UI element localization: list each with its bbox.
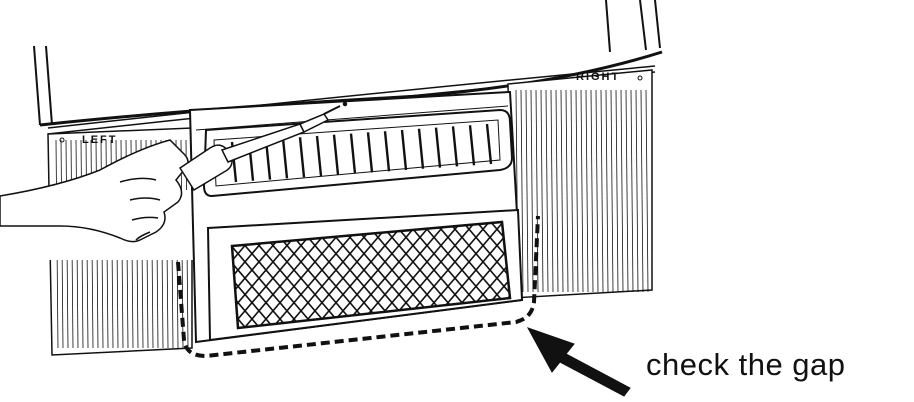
- louver-line: [565, 89, 569, 293]
- louver-line: [585, 89, 589, 293]
- mesh-line: [232, 222, 285, 328]
- callout-text: check the gap: [646, 347, 846, 382]
- louver-line: [615, 89, 619, 293]
- louver-line: [560, 89, 564, 293]
- vent-slat: [451, 126, 459, 167]
- mesh-line: [232, 222, 271, 328]
- louver-line: [580, 89, 584, 293]
- louver-line: [555, 89, 559, 293]
- vent-slat: [417, 128, 425, 169]
- louver-line: [540, 89, 544, 293]
- louver-line: [525, 89, 529, 293]
- screwdriver-icon: [178, 101, 348, 192]
- louver-line: [590, 89, 594, 293]
- vent-slat: [298, 137, 306, 178]
- louver-line: [640, 89, 644, 293]
- louver-line: [575, 89, 579, 293]
- right-side-panel: RIGHT: [507, 69, 653, 299]
- louver-line: [610, 89, 614, 293]
- louver-line: [635, 89, 639, 293]
- louver-line: [605, 89, 609, 293]
- front-grille: [206, 208, 524, 342]
- louver-line: [545, 89, 549, 293]
- vent-slat: [332, 134, 340, 175]
- vent-slat: [281, 138, 289, 179]
- louver-line: [520, 89, 524, 293]
- gap-outline: [176, 215, 540, 359]
- vent-slat: [485, 123, 493, 165]
- louver-line: [550, 89, 554, 293]
- mesh-line: [232, 222, 313, 328]
- louver-line: [625, 89, 629, 293]
- vent-slat: [315, 135, 323, 177]
- louver-line: [570, 89, 574, 293]
- mesh-line: [232, 222, 327, 328]
- vent-slat: [400, 129, 408, 171]
- louver-line: [630, 89, 634, 293]
- arrow-icon: [526, 327, 631, 397]
- louver-line: [595, 89, 599, 293]
- vent-slat: [349, 133, 357, 174]
- vent-slat: [434, 127, 442, 168]
- louver-line: [620, 89, 624, 293]
- mesh-line: [232, 222, 299, 328]
- vent-slat: [383, 131, 391, 172]
- left-panel-label: LEFT: [82, 134, 118, 146]
- right-panel-label: RIGHT: [576, 71, 620, 83]
- louver-line: [645, 89, 649, 293]
- louver-line: [600, 89, 604, 293]
- vent-slat: [366, 132, 374, 173]
- louver-line: [530, 89, 534, 293]
- mesh-line: [471, 222, 510, 328]
- hand-icon: [0, 139, 189, 243]
- vent-slat: [468, 125, 476, 166]
